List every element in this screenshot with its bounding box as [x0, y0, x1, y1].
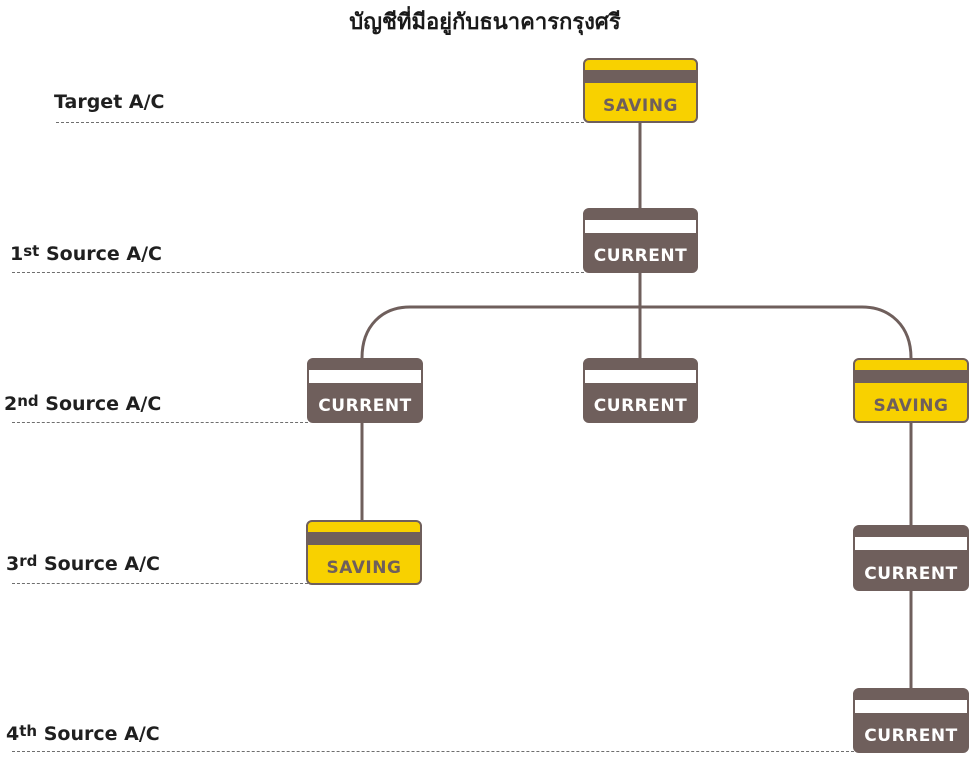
row-ordinal: 2	[4, 393, 18, 415]
card-stripe	[585, 370, 696, 383]
connector-branch-horizontal	[360, 305, 913, 359]
card-stripe	[308, 532, 420, 545]
account-card-source3-right-current: CURRENT	[853, 525, 969, 591]
row-guide-source-4	[12, 751, 854, 752]
account-card-source1-current: CURRENT	[583, 208, 698, 273]
card-stripe	[585, 220, 696, 233]
card-stripe	[585, 70, 696, 83]
row-ordinal-suffix: rd	[19, 552, 38, 570]
account-card-source4-current: CURRENT	[853, 688, 969, 753]
row-label-source-4: 4th Source A/C	[6, 722, 160, 745]
row-guide-source-2	[12, 422, 308, 423]
card-label: CURRENT	[318, 396, 412, 416]
row-label-text: Target A/C	[54, 91, 165, 113]
row-label-text: Source A/C	[44, 553, 160, 575]
row-label-source-1: 1st Source A/C	[10, 242, 162, 265]
account-card-source2-middle-current: CURRENT	[583, 358, 698, 423]
account-card-source2-left-current: CURRENT	[307, 358, 423, 423]
row-ordinal: 4	[6, 723, 20, 745]
card-label: SAVING	[603, 96, 678, 116]
row-guide-target	[56, 122, 584, 123]
card-label: CURRENT	[864, 564, 958, 584]
row-label-source-3: 3rd Source A/C	[6, 552, 160, 575]
row-ordinal: 3	[6, 553, 20, 575]
card-label: SAVING	[873, 396, 949, 416]
card-label: CURRENT	[593, 246, 688, 266]
card-stripe	[855, 700, 967, 713]
row-guide-source-1	[12, 272, 584, 273]
account-card-target-saving: SAVING	[583, 58, 698, 123]
row-label-text: Source A/C	[43, 723, 160, 745]
card-stripe	[309, 370, 421, 383]
account-card-source2-right-saving: SAVING	[853, 358, 969, 423]
account-card-source3-left-saving: SAVING	[306, 520, 422, 585]
card-label: CURRENT	[864, 726, 958, 746]
row-label-text: Source A/C	[45, 243, 162, 265]
row-label-text: Source A/C	[45, 393, 162, 415]
row-ordinal-suffix: nd	[17, 392, 39, 410]
row-label-target: Target A/C	[54, 91, 164, 113]
card-label: CURRENT	[593, 396, 688, 416]
row-ordinal-suffix: th	[19, 722, 38, 740]
diagram-title: บัญชีที่มีอยู่กับธนาคารกรุงศรี	[349, 10, 621, 35]
card-stripe	[855, 370, 967, 383]
card-label: SAVING	[326, 558, 402, 578]
card-stripe	[855, 537, 967, 550]
row-ordinal-suffix: st	[23, 242, 40, 260]
row-label-source-2: 2nd Source A/C	[4, 392, 162, 415]
row-ordinal: 1	[10, 243, 24, 265]
row-guide-source-3	[12, 583, 308, 584]
